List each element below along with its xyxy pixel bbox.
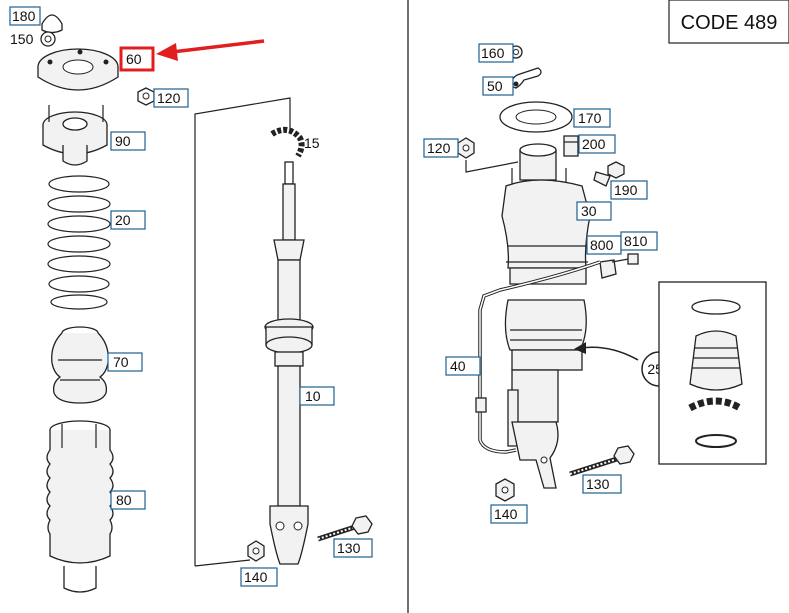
svg-text:10: 10 <box>305 388 321 404</box>
callout-810[interactable]: 810 <box>620 231 658 251</box>
svg-text:170: 170 <box>578 110 602 126</box>
svg-text:60: 60 <box>126 51 142 67</box>
detail-box-250[interactable] <box>658 281 767 465</box>
part-50-bracket[interactable] <box>509 67 542 89</box>
callout-180[interactable]: 180 <box>9 6 41 26</box>
detail-boot <box>689 330 743 391</box>
svg-text:20: 20 <box>115 212 131 228</box>
svg-text:130: 130 <box>337 540 361 556</box>
part-120-nut-left[interactable] <box>137 87 155 106</box>
part-190-connector[interactable] <box>593 161 625 187</box>
callout-120-left[interactable]: 120 <box>153 88 189 108</box>
callout-130-left[interactable]: 130 <box>333 538 373 558</box>
callout-30[interactable]: 30 <box>576 201 612 221</box>
part-120-nut-right[interactable] <box>457 137 475 159</box>
svg-text:40: 40 <box>450 358 466 374</box>
callout-20[interactable]: 20 <box>110 210 146 230</box>
part-140-nut-left[interactable] <box>247 540 265 562</box>
part-200-valve[interactable] <box>563 135 579 157</box>
code-label: CODE 489 <box>681 12 778 34</box>
assembly-bracket-line <box>194 97 291 566</box>
callout-70[interactable]: 70 <box>107 352 143 372</box>
detail-arrow <box>579 346 639 361</box>
callout-140-left[interactable]: 140 <box>240 567 278 587</box>
part-140-nut-right[interactable] <box>495 478 515 502</box>
svg-text:120: 120 <box>427 140 451 156</box>
callout-160[interactable]: 160 <box>478 43 514 63</box>
part-30-air-strut[interactable] <box>501 143 591 489</box>
callout-190[interactable]: 190 <box>610 180 648 200</box>
svg-text:810: 810 <box>624 233 648 249</box>
part-130-bolt-left[interactable] <box>317 515 373 542</box>
part-70-bump-stop[interactable] <box>51 326 109 404</box>
svg-text:90: 90 <box>115 133 131 149</box>
callout-130-right[interactable]: 130 <box>582 474 622 494</box>
callout-50[interactable]: 50 <box>482 76 514 96</box>
svg-text:80: 80 <box>116 492 132 508</box>
callout-170[interactable]: 170 <box>573 108 611 128</box>
svg-text:50: 50 <box>487 78 503 94</box>
svg-text:190: 190 <box>614 182 638 198</box>
svg-text:130: 130 <box>586 476 610 492</box>
callout-120-right[interactable]: 120 <box>423 138 459 158</box>
callout-140-right[interactable]: 140 <box>490 504 528 524</box>
part-90-upper-mount[interactable] <box>42 105 108 166</box>
part-80-dust-boot[interactable] <box>46 420 114 593</box>
part-170-gasket[interactable] <box>499 101 573 133</box>
code-label-box: CODE 489 <box>668 0 789 44</box>
part-60-support-bearing[interactable] <box>37 48 119 91</box>
callout-10[interactable]: 10 <box>299 386 335 406</box>
part-10-shock-absorber[interactable] <box>264 161 314 565</box>
callout-200[interactable]: 200 <box>578 134 616 154</box>
red-pointer-arrow <box>156 39 265 61</box>
part-180-cap[interactable] <box>41 14 63 34</box>
callout-15[interactable]: 15 <box>304 135 320 151</box>
svg-text:120: 120 <box>157 90 181 106</box>
svg-text:180: 180 <box>12 8 36 24</box>
svg-text:30: 30 <box>581 203 597 219</box>
part-20-coil-spring[interactable] <box>47 175 111 310</box>
detail-ring <box>695 434 737 448</box>
callout-80[interactable]: 80 <box>110 490 146 510</box>
detail-arrow-head <box>574 342 586 354</box>
svg-text:140: 140 <box>244 569 268 585</box>
svg-text:800: 800 <box>590 237 614 253</box>
assembly-bracket-line-bottom <box>194 559 251 567</box>
svg-text:200: 200 <box>582 136 606 152</box>
callout-800[interactable]: 800 <box>586 235 622 255</box>
svg-text:70: 70 <box>113 354 129 370</box>
leader-120-right <box>465 160 519 173</box>
part-150-nut[interactable] <box>40 31 56 47</box>
callout-40[interactable]: 40 <box>445 356 481 376</box>
part-130-bolt-right[interactable] <box>569 445 635 477</box>
callout-90[interactable]: 90 <box>110 131 146 151</box>
callout-60-highlighted[interactable]: 60 <box>119 46 155 72</box>
detail-seal-ring <box>691 299 741 315</box>
callout-150[interactable]: 150 <box>10 31 34 47</box>
part-15-retaining-clip[interactable] <box>270 126 305 158</box>
svg-text:160: 160 <box>481 45 505 61</box>
part-40-air-line[interactable] <box>475 260 601 454</box>
detail-clamp <box>688 397 742 412</box>
svg-text:140: 140 <box>494 506 518 522</box>
part-800-sensor[interactable] <box>599 253 639 279</box>
